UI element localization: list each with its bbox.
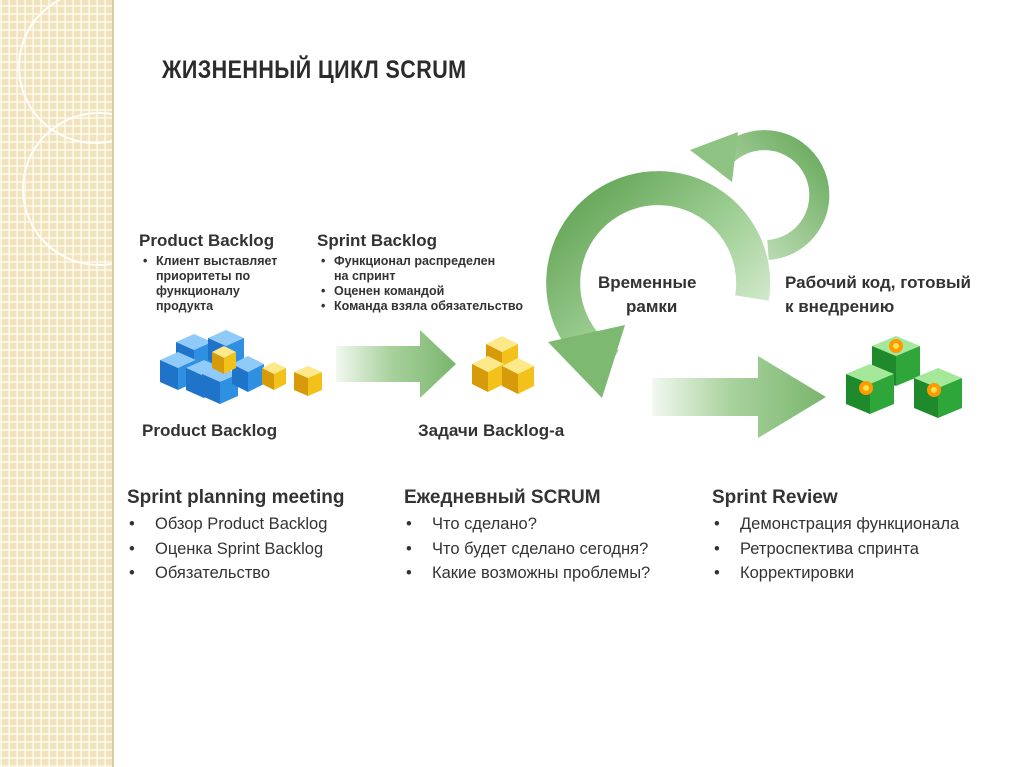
product-backlog-caption: Product Backlog (142, 421, 278, 440)
list-item: Команда взяла обязательство (318, 299, 523, 314)
daily-cycle-arrow (714, 130, 830, 260)
list-item: приоритеты по (156, 269, 251, 283)
list-item: Что сделано? (404, 512, 650, 537)
list-item: Какие возможны проблемы? (404, 561, 650, 586)
sprint-cycle-arrowhead (548, 325, 625, 398)
result-label-line1: Рабочий код, готовый (785, 273, 971, 292)
list-item: Обзор Product Backlog (127, 512, 327, 537)
sprint-review-list: Демонстрация функционала Ретроспектива с… (712, 512, 959, 586)
list-item: Оценка Sprint Backlog (127, 537, 327, 562)
sprint-planning-heading: Sprint planning meeting (127, 487, 345, 508)
list-item: Функционал распределен (318, 254, 523, 269)
list-item: на спринт (334, 269, 396, 283)
sprint-tasks-caption: Задачи Backlog-a (418, 421, 565, 440)
list-item: функционалу (156, 284, 240, 298)
sprint-backlog-list: Функционал распределен на спринт Оценен … (318, 254, 523, 314)
list-item: Клиент выставляет (140, 254, 277, 269)
sprint-backlog-heading: Sprint Backlog (317, 231, 437, 250)
working-code-cubes (846, 336, 962, 418)
page-title: ЖИЗНЕННЫЙ ЦИКЛ SCRUM (162, 56, 467, 84)
timebox-label-line2: рамки (626, 297, 678, 316)
list-item: Корректировки (712, 561, 959, 586)
list-item: Обязательство (127, 561, 327, 586)
daily-scrum-list: Что сделано? Что будет сделано сегодня? … (404, 512, 650, 586)
daily-cycle-arrowhead (690, 132, 738, 182)
sprint-cycle-arrow (546, 171, 771, 380)
result-label-line2: к внедрению (785, 297, 895, 316)
flow-arrow-2 (652, 356, 826, 438)
product-backlog-cubes (160, 330, 322, 404)
list-item: Демонстрация функционала (712, 512, 959, 537)
timebox-label-line1: Временные (598, 273, 697, 292)
flow-arrow-1 (336, 330, 456, 398)
list-item: продукта (156, 299, 214, 313)
product-backlog-list: Клиент выставляет приоритеты по функцион… (140, 254, 277, 314)
list-item: Ретроспектива спринта (712, 537, 959, 562)
list-item: Оценен командой (318, 284, 523, 299)
daily-scrum-heading: Ежедневный SCRUM (404, 487, 601, 508)
sprint-review-heading: Sprint Review (712, 487, 838, 508)
sprint-planning-list: Обзор Product Backlog Оценка Sprint Back… (127, 512, 327, 586)
sprint-task-cubes (472, 336, 534, 394)
product-backlog-heading: Product Backlog (139, 231, 275, 250)
sidebar-divider (112, 0, 114, 767)
decorative-sidebar (0, 0, 112, 767)
list-item: Что будет сделано сегодня? (404, 537, 650, 562)
